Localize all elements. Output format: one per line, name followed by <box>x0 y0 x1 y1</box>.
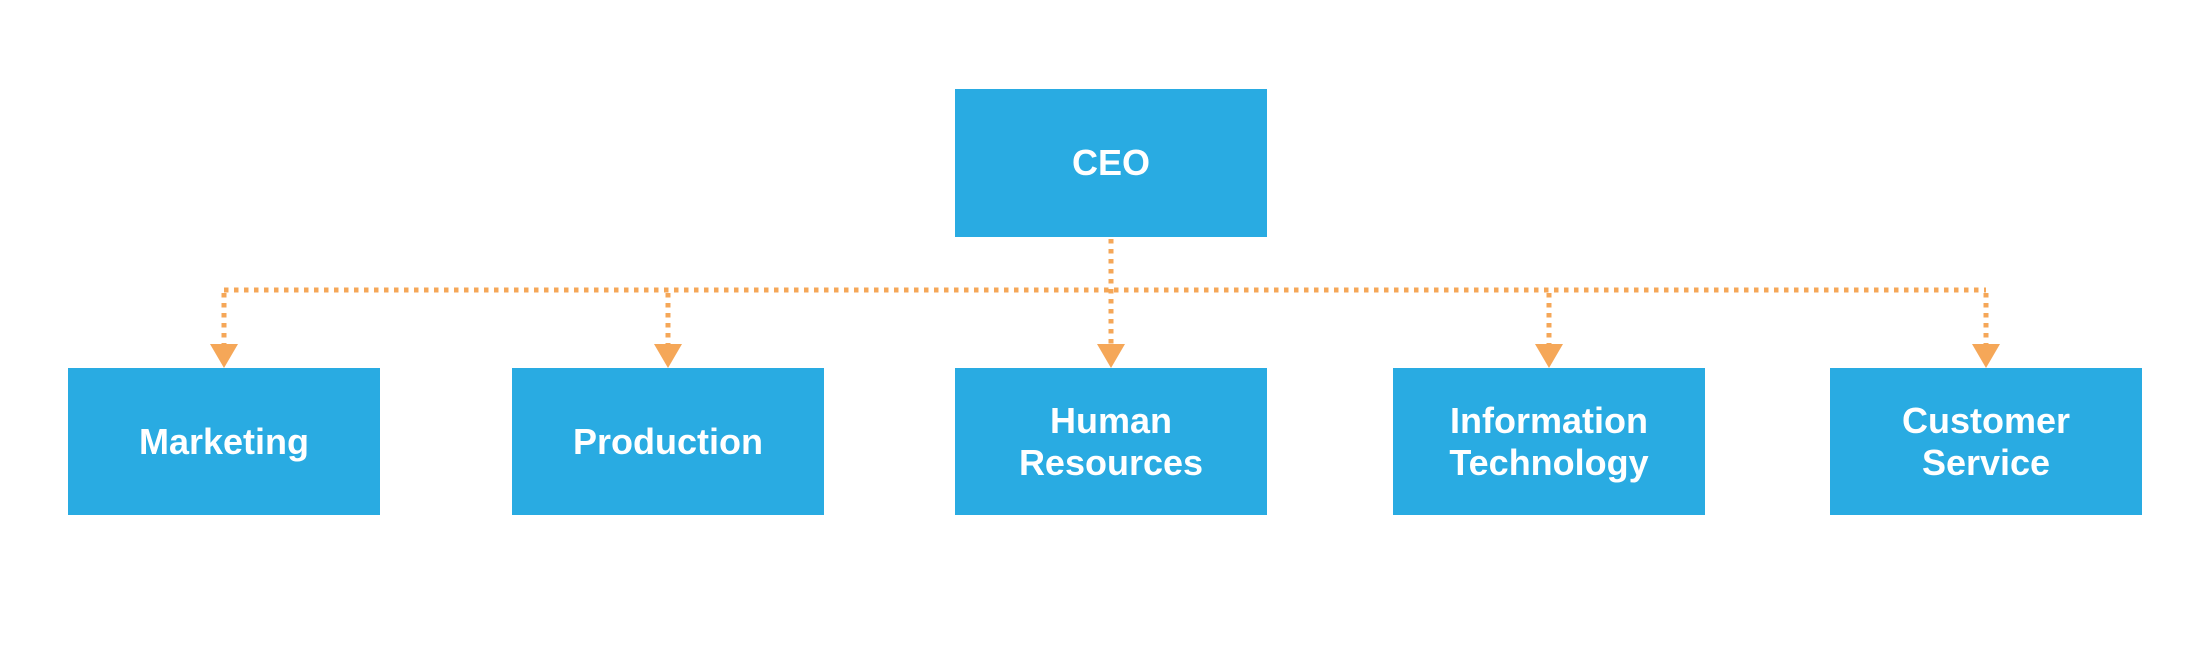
org-node-production: Production <box>512 368 824 515</box>
arrowhead-down-icon <box>1097 344 1125 368</box>
org-node-marketing: Marketing <box>68 368 380 515</box>
org-node-label: Production <box>573 420 763 462</box>
arrowhead-down-icon <box>1972 344 2000 368</box>
org-node-ceo: CEO <box>955 89 1267 237</box>
org-node-label: Information Technology <box>1449 399 1649 483</box>
org-node-label: Customer Service <box>1901 399 2071 483</box>
org-node-information-technology: Information Technology <box>1393 368 1705 515</box>
arrowhead-down-icon <box>654 344 682 368</box>
org-node-human-resources: Human Resources <box>955 368 1267 515</box>
arrowhead-down-icon <box>1535 344 1563 368</box>
org-node-customer-service: Customer Service <box>1830 368 2142 515</box>
org-node-label: Marketing <box>138 420 310 462</box>
arrowhead-down-icon <box>210 344 238 368</box>
org-node-label: CEO <box>1071 142 1150 184</box>
org-node-label: Human Resources <box>1018 399 1204 483</box>
